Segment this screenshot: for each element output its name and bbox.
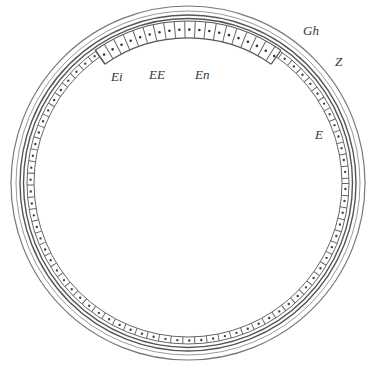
cell-nuclei (31, 26, 346, 341)
cell-layer-outer (27, 22, 349, 344)
disc-end (95, 50, 105, 64)
part-label: En (194, 68, 210, 82)
part-label: Ei (110, 70, 124, 84)
outer-membrane-inner-edge (16, 11, 360, 355)
disc-fill (100, 30, 276, 58)
disc-cell-walls (100, 30, 276, 58)
zona (20, 15, 356, 351)
zona-inner (24, 19, 353, 348)
cell-walls (31, 26, 346, 341)
part-label: Z (334, 55, 343, 69)
cell-layer-inner (34, 29, 342, 337)
part-label: E (314, 128, 324, 142)
disc-end (271, 50, 281, 64)
part-label: Gh (302, 24, 320, 38)
disc-nuclei (100, 30, 276, 58)
disc-outer-edge (95, 21, 281, 50)
disc-inner-edge (105, 38, 271, 64)
outer-membrane (11, 6, 365, 360)
part-label: EE (148, 68, 166, 82)
